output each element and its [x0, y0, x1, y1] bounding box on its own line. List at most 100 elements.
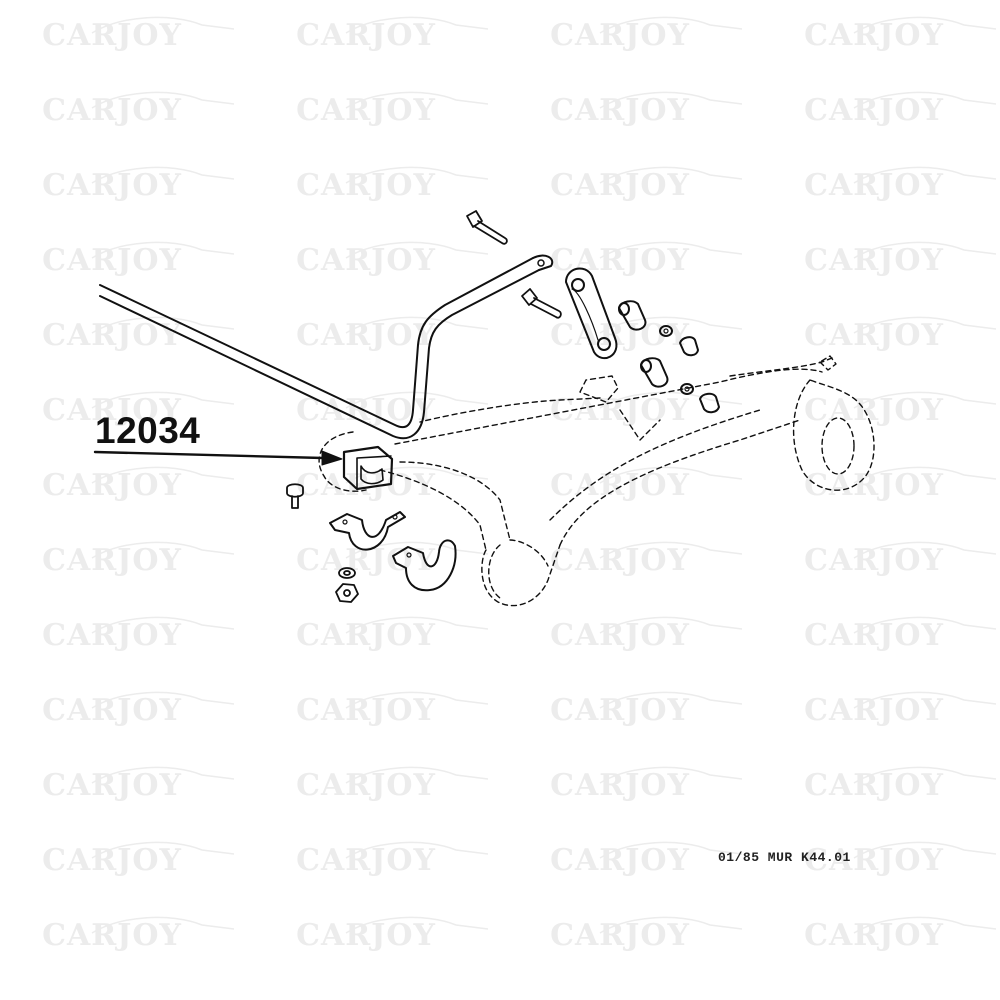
car-silhouette-icon: [91, 241, 235, 259]
watermark-logo: CARJOY: [804, 691, 997, 728]
watermark-logo: CARJOY: [550, 616, 743, 653]
watermark-logo: CARJOY: [804, 616, 997, 653]
watermark-logo: CARJOY: [296, 16, 489, 53]
watermark-logo: CARJOY: [42, 916, 235, 953]
watermark-text: CARJOY: [42, 543, 182, 578]
watermark-text: CARJOY: [550, 693, 690, 728]
watermark-logo: CARJOY: [42, 241, 235, 278]
car-silhouette-icon: [345, 466, 489, 484]
watermark-logo: CARJOY: [550, 16, 743, 53]
watermark-text: CARJOY: [804, 393, 944, 428]
watermark-logo: CARJOY: [42, 616, 235, 653]
watermark-logo: CARJOY: [296, 166, 489, 203]
watermark-logo: CARJOY: [804, 541, 997, 578]
car-silhouette-icon: [345, 616, 489, 634]
car-silhouette-icon: [91, 466, 235, 484]
car-silhouette-icon: [345, 166, 489, 184]
car-silhouette-icon: [599, 541, 743, 559]
washer-nut: [335, 567, 359, 603]
watermark-logo: CARJOY: [296, 616, 489, 653]
watermark-text: CARJOY: [296, 693, 436, 728]
watermark-logo: CARJOY: [42, 766, 235, 803]
car-silhouette-icon: [345, 841, 489, 859]
watermark-text: CARJOY: [804, 18, 944, 53]
watermark-text: CARJOY: [804, 93, 944, 128]
watermark-logo: CARJOY: [804, 166, 997, 203]
watermark-logo: CARJOY: [804, 766, 997, 803]
car-silhouette-icon: [599, 16, 743, 34]
bolt-top: [466, 210, 508, 245]
control-arm-outline: [318, 355, 875, 607]
watermark-text: CARJOY: [42, 843, 182, 878]
watermark-text: CARJOY: [550, 93, 690, 128]
drop-link: [565, 267, 618, 360]
watermark-logo: CARJOY: [296, 91, 489, 128]
watermark-logo: CARJOY: [804, 841, 997, 878]
watermark-logo: CARJOY: [296, 916, 489, 953]
watermark-text: CARJOY: [42, 93, 182, 128]
watermark-logo: CARJOY: [550, 541, 743, 578]
car-silhouette-icon: [91, 841, 235, 859]
watermark-logo: CARJOY: [42, 466, 235, 503]
watermark-text: CARJOY: [296, 18, 436, 53]
watermark-logo: CARJOY: [550, 916, 743, 953]
car-silhouette-icon: [91, 916, 235, 934]
watermark-logo: CARJOY: [550, 166, 743, 203]
watermark-text: CARJOY: [804, 168, 944, 203]
car-silhouette-icon: [853, 241, 997, 259]
watermark-text: CARJOY: [42, 693, 182, 728]
watermark-logo: CARJOY: [804, 16, 997, 53]
watermark-text: CARJOY: [550, 468, 690, 503]
watermark-logo: CARJOY: [804, 916, 997, 953]
watermark-text: CARJOY: [804, 918, 944, 953]
link-bushings: [618, 300, 720, 414]
watermark-text: CARJOY: [550, 918, 690, 953]
car-silhouette-icon: [91, 91, 235, 109]
watermark-text: CARJOY: [296, 618, 436, 653]
watermark-logo: CARJOY: [42, 541, 235, 578]
car-silhouette-icon: [853, 616, 997, 634]
watermark-text: CARJOY: [804, 468, 944, 503]
watermark-text: CARJOY: [296, 468, 436, 503]
watermark-logo: CARJOY: [42, 166, 235, 203]
car-silhouette-icon: [599, 841, 743, 859]
car-silhouette-icon: [91, 616, 235, 634]
car-silhouette-icon: [853, 841, 997, 859]
watermark-logo: CARJOY: [296, 691, 489, 728]
watermark-text: CARJOY: [296, 318, 436, 353]
watermark-text: CARJOY: [42, 168, 182, 203]
car-silhouette-icon: [853, 691, 997, 709]
car-silhouette-icon: [853, 391, 997, 409]
watermark-text: CARJOY: [804, 768, 944, 803]
car-silhouette-icon: [91, 541, 235, 559]
watermark-text: CARJOY: [42, 618, 182, 653]
watermark-text: CARJOY: [550, 543, 690, 578]
watermark-logo: CARJOY: [296, 766, 489, 803]
car-silhouette-icon: [345, 391, 489, 409]
car-silhouette-icon: [345, 241, 489, 259]
watermark-text: CARJOY: [550, 168, 690, 203]
watermark-logo: CARJOY: [804, 466, 997, 503]
watermark-text: CARJOY: [296, 243, 436, 278]
car-silhouette-icon: [853, 916, 997, 934]
watermark-text: CARJOY: [42, 918, 182, 953]
car-silhouette-icon: [345, 691, 489, 709]
car-silhouette-icon: [599, 766, 743, 784]
car-silhouette-icon: [853, 541, 997, 559]
car-silhouette-icon: [853, 166, 997, 184]
car-silhouette-icon: [91, 316, 235, 334]
part-number-label: 12034: [95, 410, 201, 451]
watermark-logo: CARJOY: [550, 841, 743, 878]
pointer-arrow: [93, 450, 343, 466]
watermark-logo: CARJOY: [550, 691, 743, 728]
watermark-text: CARJOY: [550, 843, 690, 878]
watermark-text: CARJOY: [42, 768, 182, 803]
watermark-text: CARJOY: [296, 768, 436, 803]
watermark-logo: CARJOY: [550, 766, 743, 803]
watermark-logo: CARJOY: [804, 316, 997, 353]
watermark-text: CARJOY: [42, 243, 182, 278]
car-silhouette-icon: [91, 391, 235, 409]
watermark-text: CARJOY: [804, 843, 944, 878]
